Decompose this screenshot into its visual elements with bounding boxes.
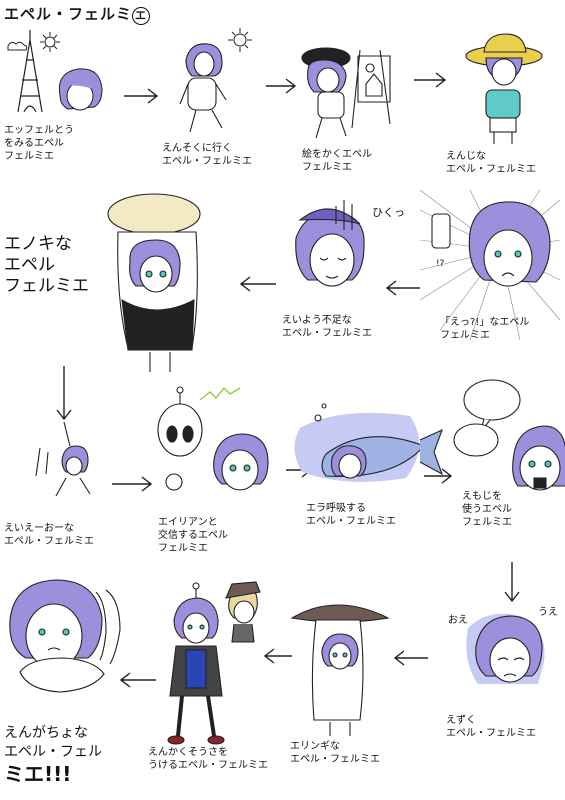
arrow-left-icon	[263, 648, 292, 664]
caption-eiyou-busoku: えいよう不足な エペル・フェルミエ	[282, 315, 372, 339]
caption-e-wo-kaku: 絵をかくエペル フェルミエ	[302, 149, 372, 173]
circled-e-mark: エ	[132, 7, 151, 25]
sfx-oe: おえ	[448, 615, 468, 626]
caption-enkaku: えんかくそうさを うけるエペル・フェルミエ	[148, 747, 268, 771]
caption-engacho: えんがちょな エペル・フェル ミエ!!!	[4, 725, 102, 786]
character-head-1	[58, 68, 103, 111]
caption-ett: 「えっ?!」なエペル フェルミエ	[440, 317, 530, 341]
character-painter	[301, 47, 391, 139]
speech-bubble-emoji-2	[453, 423, 499, 457]
arrow-left-icon	[119, 672, 156, 688]
arrow-right-icon	[112, 476, 153, 492]
arrow-left-icon	[393, 650, 428, 666]
character-suit	[167, 581, 261, 745]
arrow-right-icon	[266, 78, 297, 94]
arrow-left-icon	[239, 276, 276, 292]
sfx-ue: うえ	[538, 607, 558, 618]
arrow-right-icon	[124, 88, 159, 104]
arrow-down-icon	[56, 366, 72, 421]
character-engacho	[9, 579, 121, 693]
character-enoki	[107, 193, 201, 372]
caption-enoki: エノキな エペル フェルミエ	[4, 234, 89, 296]
cloud-icon	[7, 41, 28, 51]
caption-enji: えんじな エペル・フェルミエ	[446, 151, 536, 175]
caption-ezuku: えずく エペル・フェルミエ	[446, 715, 536, 739]
character-ensoku	[179, 43, 227, 133]
caption-eringi: エリンギな エペル・フェルミエ	[290, 741, 380, 765]
character-ezuku	[466, 613, 545, 684]
character-eringi	[290, 604, 390, 736]
caption-ensoku: えんそくに行く エペル・フェルミエ	[162, 143, 252, 167]
character-cheer	[35, 421, 91, 497]
sun-icon	[40, 32, 60, 52]
sfx-question: !?	[436, 259, 445, 269]
caption-alien: エイリアンと 交信するエペル フェルミエ	[158, 517, 228, 554]
character-straw-hat	[465, 33, 543, 144]
caption-ee-ou: えいえーおーな エペル・フェルミエ	[4, 523, 94, 547]
character-eiyou-busoku	[295, 200, 365, 287]
caption-eiffel: エッフェルとう をみるエペル フェルミエ	[4, 125, 74, 162]
caption-emoji: えもじを 使うエペル フェルミエ	[462, 491, 512, 528]
character-shocked	[431, 201, 551, 287]
caption-era-kokyu: エラ呼吸する エペル・フェルミエ	[306, 503, 396, 527]
arrow-right-icon	[414, 72, 447, 88]
page-title: エペル・フェルミエ	[4, 3, 151, 25]
eiffel-tower-drawing	[17, 30, 43, 113]
character-fish	[294, 403, 444, 482]
character-alien	[157, 386, 269, 491]
arrow-down-icon	[504, 562, 520, 603]
arrow-right-icon	[424, 468, 453, 484]
arrow-left-icon	[385, 280, 420, 296]
character-emoji	[512, 425, 565, 491]
sun-icon	[228, 28, 252, 52]
sfx-hiku: ひくっ	[372, 206, 405, 219]
